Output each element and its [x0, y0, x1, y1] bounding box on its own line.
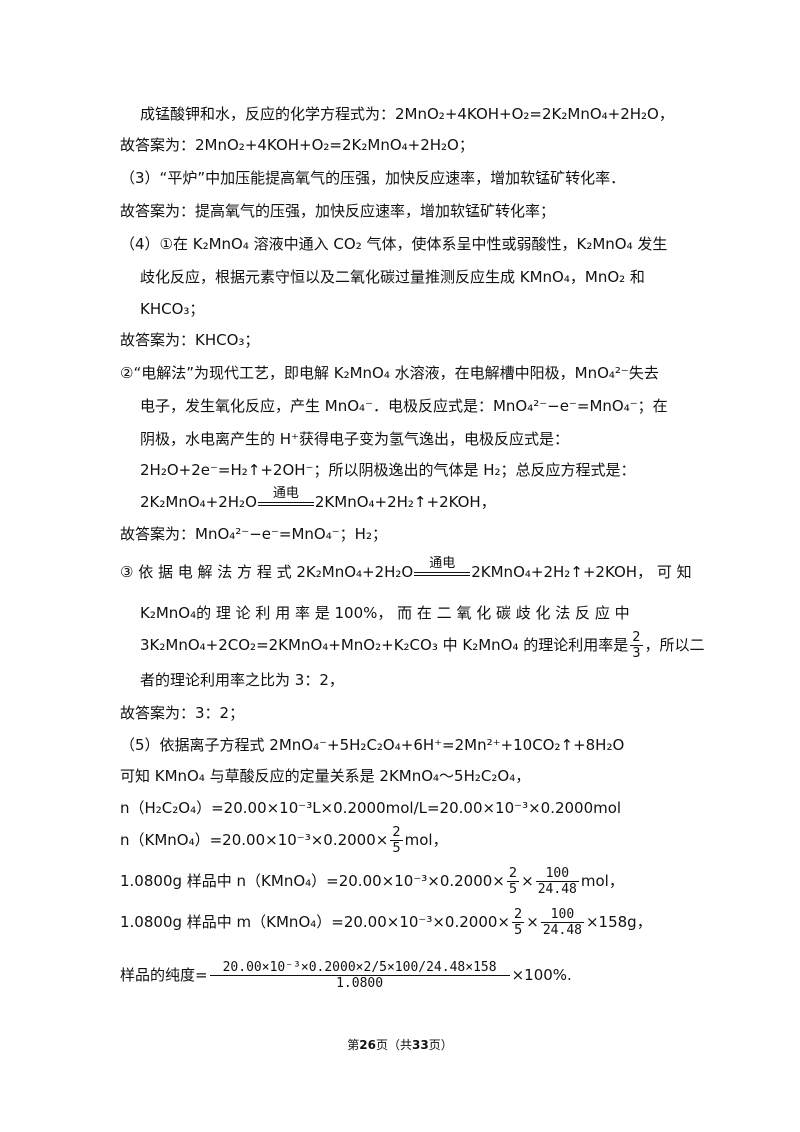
- text-line: 故答案为：2MnO₂+4KOH+O₂=2K₂MnO₄+2H₂O；: [120, 136, 474, 154]
- text-line: 故答案为：KHCO₃；: [120, 331, 260, 349]
- text-line: ②“电解法”为现代工艺，即电解 K₂MnO₄ 水溶液，在电解槽中阳极，MnO₄²…: [120, 364, 659, 382]
- footer-middle: 页（共: [375, 1038, 412, 1052]
- footer-suffix: 页）: [428, 1038, 453, 1052]
- equation-right: 2KMnO₄+2H₂↑+2KOH， 可 知: [471, 563, 692, 581]
- fraction-denominator: 5: [511, 922, 525, 938]
- text-line: 2H₂O+2e⁻=H₂↑+2OH⁻；所以阴极逸出的气体是 H₂；总反应方程式是：: [140, 461, 636, 479]
- fraction-numerator: 2: [632, 630, 641, 645]
- text-segment: mol，: [580, 872, 624, 890]
- text-segment: n（KMnO₄）=20.00×10⁻³×0.2000×: [120, 831, 389, 849]
- fraction-denominator: 5: [506, 881, 520, 897]
- text-line: 1.0800g 样品中 n（KMnO₄）=20.00×10⁻³×0.2000×2…: [120, 866, 624, 897]
- text-segment: 3K₂MnO₄+2CO₂=2KMnO₄+MnO₂+K₂CO₃ 中 K₂MnO₄ …: [140, 636, 629, 654]
- condition-label: 通电: [429, 556, 456, 571]
- text-line: 故答案为：MnO₄²⁻−e⁻=MnO₄⁻；H₂；: [120, 525, 387, 543]
- fraction-numerator: 100: [545, 866, 570, 881]
- equation-left: ③ 依 据 电 解 法 方 程 式 2K₂MnO₄+2H₂O: [120, 563, 414, 581]
- text-line: 歧化反应，根据元素守恒以及二氧化碳过量推测反应生成 KMnO₄，MnO₂ 和: [140, 268, 645, 286]
- fraction-numerator: 100: [550, 907, 575, 922]
- text-segment: ×158g，: [585, 913, 652, 931]
- equation-left: 2K₂MnO₄+2H₂O: [140, 493, 257, 511]
- text-segment: ，所以二: [644, 636, 705, 654]
- fraction-numerator: 2: [508, 866, 518, 881]
- condition-label: 通电: [272, 486, 299, 501]
- fraction-numerator: 20.00×10⁻³×0.2000×2/5×100/24.48×158: [222, 960, 497, 975]
- equation-right: 2KMnO₄+2H₂↑+2KOH，: [314, 493, 496, 511]
- equals-sign: [414, 572, 471, 576]
- text-line: K₂MnO₄的 理 论 利 用 率 是 100%， 而 在 二 氧 化 碳 歧 …: [140, 604, 630, 622]
- fraction-denominator: 1.0800: [209, 975, 510, 991]
- total-pages: 33: [412, 1038, 429, 1052]
- fraction-denominator: 3: [630, 645, 643, 661]
- equation-line: 2K₂MnO₄+2H₂O 通电 2KMnO₄+2H₂↑+2KOH，: [140, 486, 496, 512]
- text-segment: 1.0800g 样品中 m（KMnO₄）=20.00×10⁻³×0.2000×: [120, 913, 510, 931]
- text-line: 3K₂MnO₄+2CO₂=2KMnO₄+MnO₂+K₂CO₃ 中 K₂MnO₄ …: [140, 630, 705, 661]
- reaction-condition: 通电: [257, 486, 314, 512]
- equals-sign: [257, 502, 314, 506]
- text-line: 可知 KMnO₄ 与草酸反应的定量关系是 2KMnO₄～5H₂C₂O₄，: [120, 767, 531, 785]
- text-line: 成锰酸钾和水，反应的化学方程式为：2MnO₂+4KOH+O₂=2K₂MnO₄+2…: [140, 105, 674, 123]
- page-number: 26: [359, 1038, 376, 1052]
- text-line: （5）依据离子方程式 2MnO₄⁻+5H₂C₂O₄+6H⁺=2Mn²⁺+10CO…: [120, 736, 625, 754]
- text-segment: 1.0800g 样品中 n（KMnO₄）=20.00×10⁻³×0.2000×: [120, 872, 505, 890]
- fraction-numerator: 2: [513, 907, 523, 922]
- text-line: 样品的纯度=20.00×10⁻³×0.2000×2/5×100/24.48×15…: [120, 960, 572, 991]
- text-line: 故答案为：提高氧气的压强，加快反应速率，增加软锰矿转化率；: [120, 202, 556, 220]
- text-line: 者的理论利用率之比为 3：2，: [140, 671, 344, 689]
- text-line: 故答案为：3：2；: [120, 704, 245, 722]
- text-line: 阴极，水电离产生的 H⁺获得电子变为氢气逸出，电极反应式是：: [140, 430, 569, 448]
- text-line: （3）“平炉”中加压能提高氧气的压强，加快反应速率，增加软锰矿转化率．: [120, 169, 626, 187]
- text-segment: 样品的纯度=: [120, 966, 208, 984]
- text-segment: mol，: [404, 831, 448, 849]
- text-line: 1.0800g 样品中 m（KMnO₄）=20.00×10⁻³×0.2000×2…: [120, 907, 652, 938]
- fraction-denominator: 5: [390, 840, 403, 856]
- reaction-condition: 通电: [414, 556, 471, 582]
- fraction-numerator: 2: [392, 825, 401, 840]
- text-line: n（H₂C₂O₄）=20.00×10⁻³L×0.2000mol/L=20.00×…: [120, 799, 622, 817]
- fraction-denominator: 24.48: [540, 922, 584, 938]
- text-line: 电子，发生氧化反应，产生 MnO₄⁻．电极反应式是：MnO₄²⁻−e⁻=MnO₄…: [140, 397, 668, 415]
- text-segment: ×100%.: [511, 966, 572, 984]
- page-footer: 第26页（共33页）: [0, 1036, 800, 1053]
- footer-prefix: 第: [347, 1038, 360, 1052]
- equation-line: ③ 依 据 电 解 法 方 程 式 2K₂MnO₄+2H₂O 通电 2KMnO₄+2…: [120, 556, 692, 582]
- text-line: （4）①在 K₂MnO₄ 溶液中通入 CO₂ 气体，使体系呈中性或弱酸性，K₂M…: [120, 235, 668, 253]
- text-line: KHCO₃；: [140, 300, 205, 318]
- fraction-denominator: 24.48: [535, 881, 579, 897]
